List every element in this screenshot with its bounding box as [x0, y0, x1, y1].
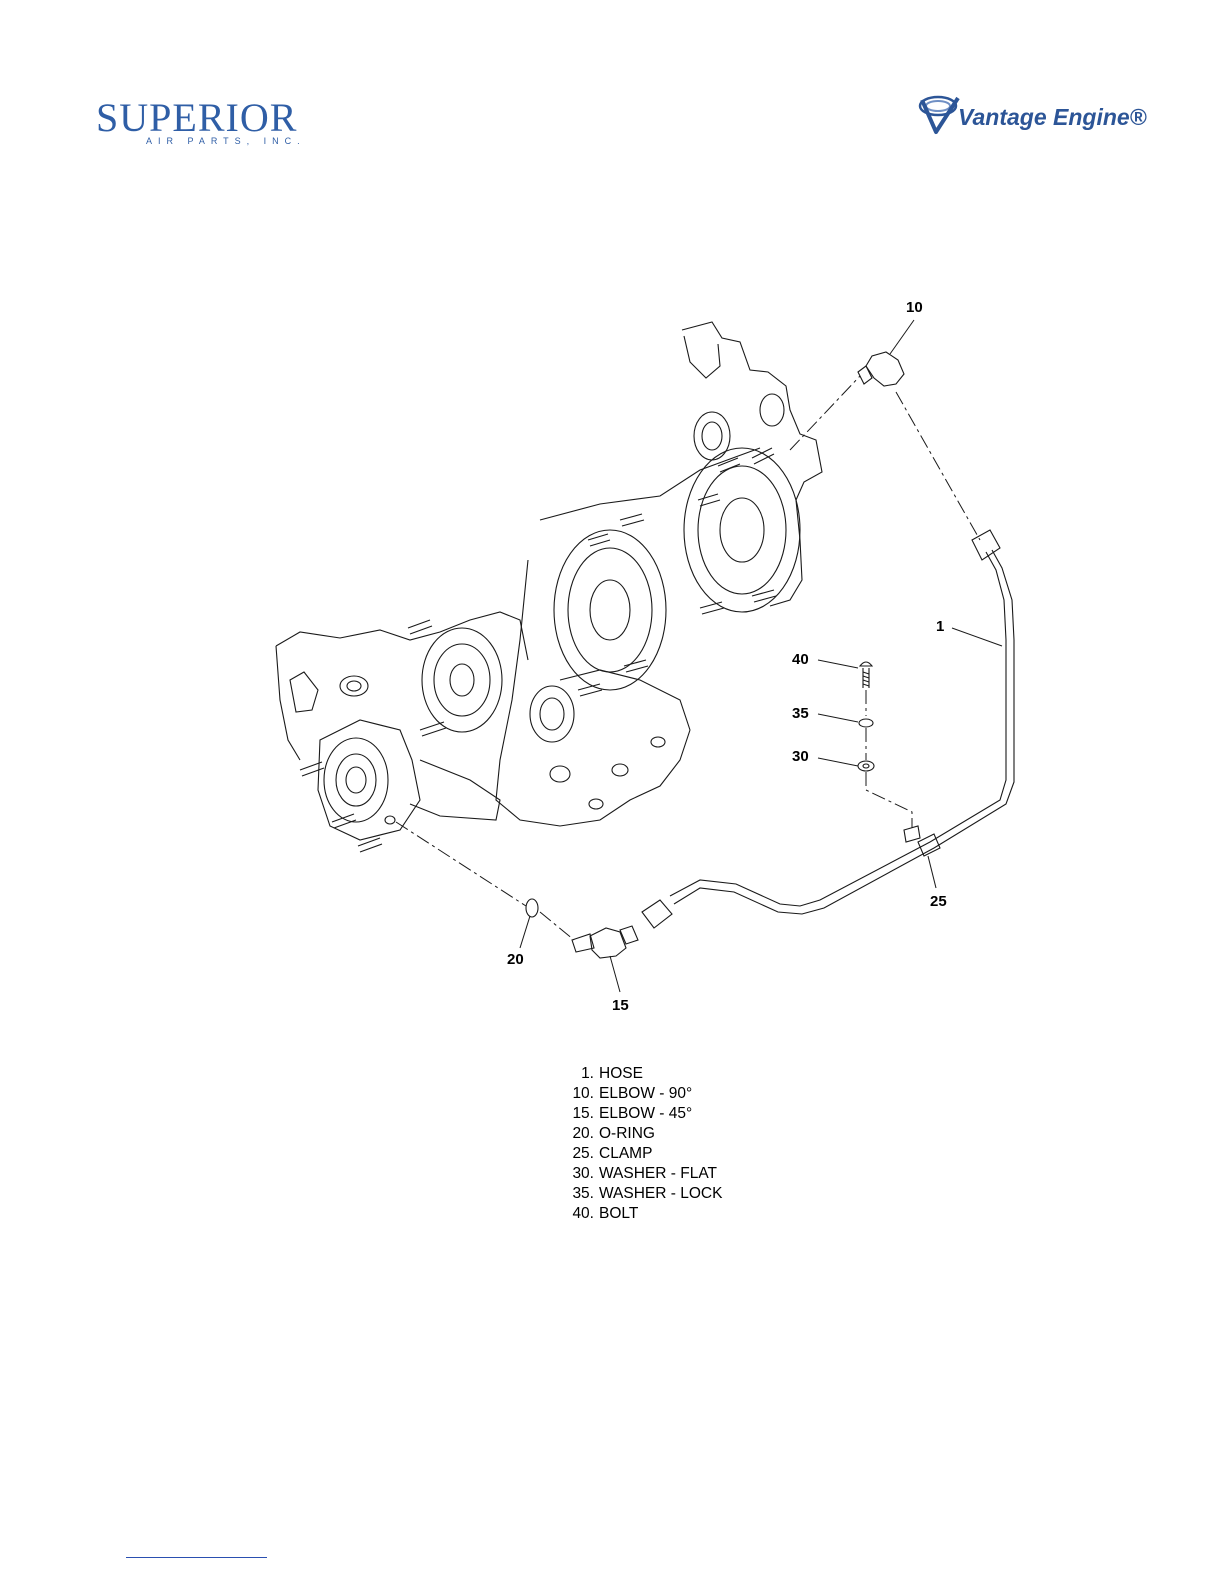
- part-number: 30.: [566, 1164, 594, 1184]
- part-name: WASHER - LOCK: [599, 1184, 722, 1204]
- part-number: 1.: [566, 1064, 594, 1084]
- parts-list-item: 25. CLAMP: [566, 1144, 722, 1164]
- part-number: 15.: [566, 1104, 594, 1124]
- parts-list-item: 40. BOLT: [566, 1204, 722, 1224]
- part-number: 25.: [566, 1144, 594, 1164]
- hose-assembly: [526, 352, 1014, 958]
- callout-40: 40: [792, 651, 809, 668]
- parts-list-item: 35. WASHER - LOCK: [566, 1184, 722, 1204]
- callout-15: 15: [612, 997, 629, 1014]
- parts-list-item: 1. HOSE: [566, 1064, 722, 1084]
- part-number: 35.: [566, 1184, 594, 1204]
- part-number: 20.: [566, 1124, 594, 1144]
- callout-labels: 10 1 40 35 30 25 20 15: [507, 299, 947, 1014]
- callout-10: 10: [906, 299, 923, 316]
- engine-crankcase-drawing: [276, 322, 822, 840]
- part-number: 10.: [566, 1084, 594, 1104]
- part-name: WASHER - FLAT: [599, 1164, 717, 1184]
- part-name: HOSE: [599, 1064, 643, 1084]
- part-name: CLAMP: [599, 1144, 652, 1164]
- parts-list-item: 15. ELBOW - 45°: [566, 1104, 722, 1124]
- leader-lines: [520, 320, 1002, 992]
- callout-1: 1: [936, 618, 944, 635]
- callout-30: 30: [792, 748, 809, 765]
- callout-35: 35: [792, 705, 809, 722]
- parts-list: 1. HOSE 10. ELBOW - 90° 15. ELBOW - 45° …: [566, 1064, 722, 1224]
- part-name: BOLT: [599, 1204, 638, 1224]
- parts-list-item: 20. O-RING: [566, 1124, 722, 1144]
- parts-list-item: 10. ELBOW - 90°: [566, 1084, 722, 1104]
- callout-20: 20: [507, 951, 524, 968]
- part-name: O-RING: [599, 1124, 655, 1144]
- part-number: 40.: [566, 1204, 594, 1224]
- stud-bolts: [300, 448, 776, 852]
- footer-divider: [126, 1557, 267, 1558]
- callout-25: 25: [930, 893, 947, 910]
- parts-list-item: 30. WASHER - FLAT: [566, 1164, 722, 1184]
- part-name: ELBOW - 90°: [599, 1084, 692, 1104]
- part-name: ELBOW - 45°: [599, 1104, 692, 1124]
